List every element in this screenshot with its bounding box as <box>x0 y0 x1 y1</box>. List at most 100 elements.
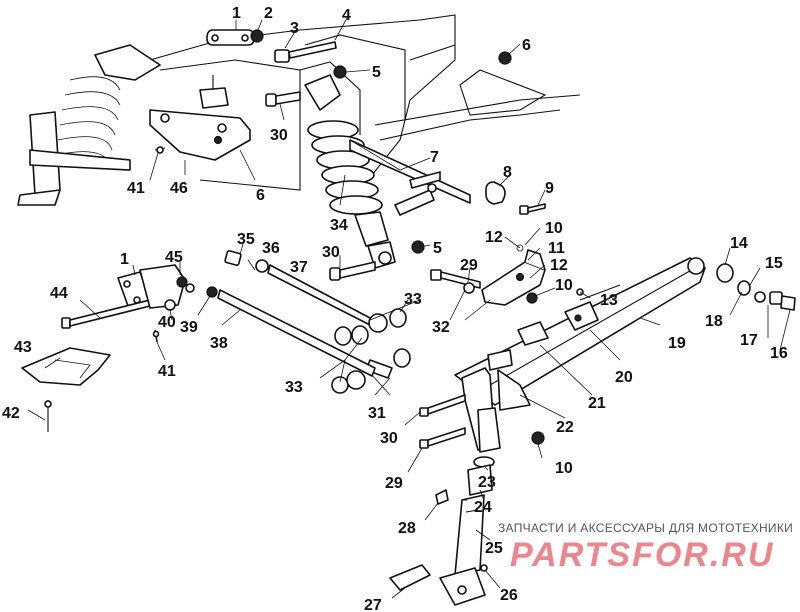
callout-40: 40 <box>158 314 176 331</box>
callout-44: 44 <box>50 285 68 302</box>
washer <box>164 299 176 311</box>
callout-34: 34 <box>330 217 348 234</box>
leader-lines <box>27 17 791 599</box>
callout-11: 11 <box>548 240 565 257</box>
link-bracket <box>481 249 546 306</box>
bushing-24 <box>467 464 493 496</box>
clip-28 <box>435 489 449 505</box>
screw-42 <box>44 400 52 432</box>
callout-7: 7 <box>430 149 439 166</box>
bolt <box>265 91 301 107</box>
spacer-bushing <box>485 181 506 205</box>
bracket-45 <box>139 264 195 309</box>
callout-1: 1 <box>120 251 129 268</box>
hardware-14-18 <box>716 263 796 311</box>
callout-6: 6 <box>256 187 265 204</box>
callout-12: 12 <box>485 229 503 246</box>
callout-5: 5 <box>372 64 381 81</box>
callout-28: 28 <box>398 520 416 537</box>
pin-41-upper <box>154 146 166 154</box>
callout-15: 15 <box>765 255 783 272</box>
ski-spindle <box>439 494 486 606</box>
bolt-long <box>274 41 337 63</box>
callout-19: 19 <box>668 335 686 352</box>
callout-4: 4 <box>342 7 351 24</box>
callout-45: 45 <box>165 249 183 266</box>
nut <box>333 65 347 79</box>
washer-23 <box>473 456 495 468</box>
callout-17: 17 <box>740 332 758 349</box>
watermark: ЗАПЧАСТИ И АКСЕССУАРЫ ДЛЯ МОТОТЕХНИКИ PA… <box>498 521 793 574</box>
nut <box>250 29 264 43</box>
spacer-21 <box>517 321 549 346</box>
upper-link-rod <box>267 264 388 333</box>
callout-14: 14 <box>730 235 748 252</box>
stud-bolt <box>409 171 441 193</box>
callout-10: 10 <box>545 220 563 237</box>
bolt-30-spindle <box>419 394 466 417</box>
callout-23: 23 <box>478 474 496 491</box>
callout-41: 41 <box>158 363 176 380</box>
shock-absorber <box>304 74 396 269</box>
chassis-frame <box>149 14 581 191</box>
callout-12: 12 <box>550 257 568 274</box>
callout-30: 30 <box>270 127 288 144</box>
callout-3: 3 <box>290 20 299 37</box>
callout-13: 13 <box>600 292 618 309</box>
nut <box>531 431 545 445</box>
callout-10: 10 <box>555 277 573 294</box>
callout-35: 35 <box>237 231 255 248</box>
nut <box>411 240 425 254</box>
callout-5: 5 <box>433 240 442 257</box>
watermark-logo: PARTSFOR.RU <box>510 536 774 574</box>
callout-42: 42 <box>2 405 20 422</box>
callout-30: 30 <box>322 244 340 261</box>
callout-10: 10 <box>555 460 573 477</box>
callout-9: 9 <box>545 180 554 197</box>
callout-37: 37 <box>290 259 308 276</box>
bolt-44 <box>61 299 151 329</box>
washer <box>516 244 524 252</box>
callout-38: 38 <box>210 335 228 352</box>
watermark-caption: ЗАПЧАСТИ И АКСЕССУАРЫ ДЛЯ МОТОТЕХНИКИ <box>498 521 793 535</box>
callout-29: 29 <box>385 475 403 492</box>
plate-20 <box>564 301 599 331</box>
callout-27: 27 <box>364 597 382 612</box>
callout-33: 33 <box>404 291 422 308</box>
callout-22: 22 <box>556 419 574 436</box>
callout-20: 20 <box>615 369 633 386</box>
washer <box>463 282 475 294</box>
mounting-bracket <box>149 75 251 161</box>
callout-39: 39 <box>180 319 198 336</box>
callout-16: 16 <box>770 345 788 362</box>
callouts: 1 2 3 4 5 6 30 7 8 9 41 46 6 34 10 12 11… <box>2 5 788 612</box>
callout-30: 30 <box>380 430 398 447</box>
callout-1: 1 <box>232 5 241 22</box>
bolt-35 <box>224 250 242 266</box>
callout-29: 29 <box>460 257 478 274</box>
nut <box>206 286 218 298</box>
callout-32: 32 <box>432 319 450 336</box>
callout-46: 46 <box>170 180 188 197</box>
pin-41 <box>152 329 160 343</box>
callout-26: 26 <box>500 587 518 604</box>
ski-bushing-27 <box>389 564 431 591</box>
top-link-plate <box>206 29 255 46</box>
callout-36: 36 <box>262 240 280 257</box>
bushings-33 <box>331 308 411 394</box>
washer-36 <box>255 259 269 273</box>
callout-24: 24 <box>474 499 492 516</box>
bolt-29 <box>419 427 466 449</box>
nut <box>526 292 538 304</box>
callout-43: 43 <box>14 339 32 356</box>
callout-2: 2 <box>264 5 273 22</box>
left-shock-spring <box>17 44 161 206</box>
bolt-30-lower <box>329 261 376 281</box>
skid-plate <box>21 347 111 386</box>
lower-link-rod <box>217 289 376 377</box>
callout-25: 25 <box>485 540 503 557</box>
callout-21: 21 <box>588 395 606 412</box>
callout-8: 8 <box>503 164 512 181</box>
small-bolt <box>519 203 546 215</box>
